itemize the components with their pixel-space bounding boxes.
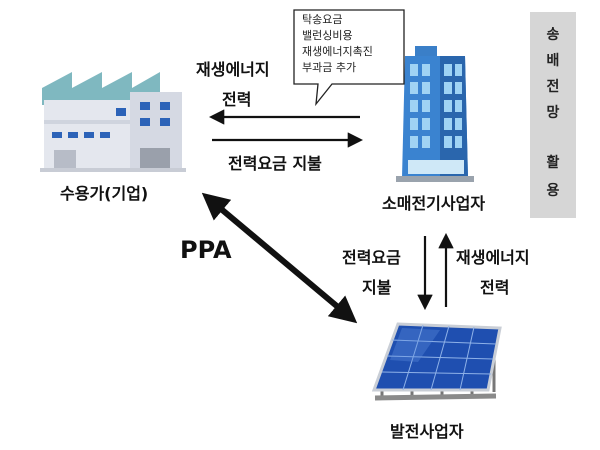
label-payment-right-line1: 전력요금 [342,248,401,267]
label-renewable-power-top: 재생에너지 [196,60,270,79]
bubble-line: 밸런싱비용 [302,29,353,42]
bubble-text: 탁송요금 밸런싱비용 재생에너지촉진 부과금 추가 [302,12,373,76]
arrow-ppa [201,192,358,324]
label-renewable-right-line1: 재생에너지 [456,248,530,267]
side-label-char: 송 [546,27,560,43]
bubble-line: 부과금 추가 [302,61,357,74]
building-icon [396,46,474,182]
bubble-line: 탁송요금 [302,13,343,26]
label-power-top: 전력 [222,90,252,109]
label-payment-top: 전력요금 지불 [228,154,322,173]
label-payment-right-line2: 지불 [362,278,392,297]
side-label-char: 전 [546,79,560,95]
bubble-line: 재생에너지촉진 [302,45,373,58]
label-renewable-right-line2: 전력 [480,278,510,297]
side-label-char: 용 [546,183,560,199]
node-label-generator: 발전사업자 [390,422,464,441]
solar-panel-icon [371,322,502,401]
node-label-retailer: 소매전기사업자 [382,194,486,213]
node-label-consumer: 수용가(기업) [60,184,149,203]
side-label-panel: 송 배 전 망 활 용 [530,12,576,218]
factory-icon [40,72,186,172]
side-label-char: 배 [546,53,560,69]
side-label-char: 활 [546,155,560,171]
label-ppa: PPA [180,236,232,264]
speech-bubble [293,9,405,107]
side-label-char: 망 [546,105,560,121]
